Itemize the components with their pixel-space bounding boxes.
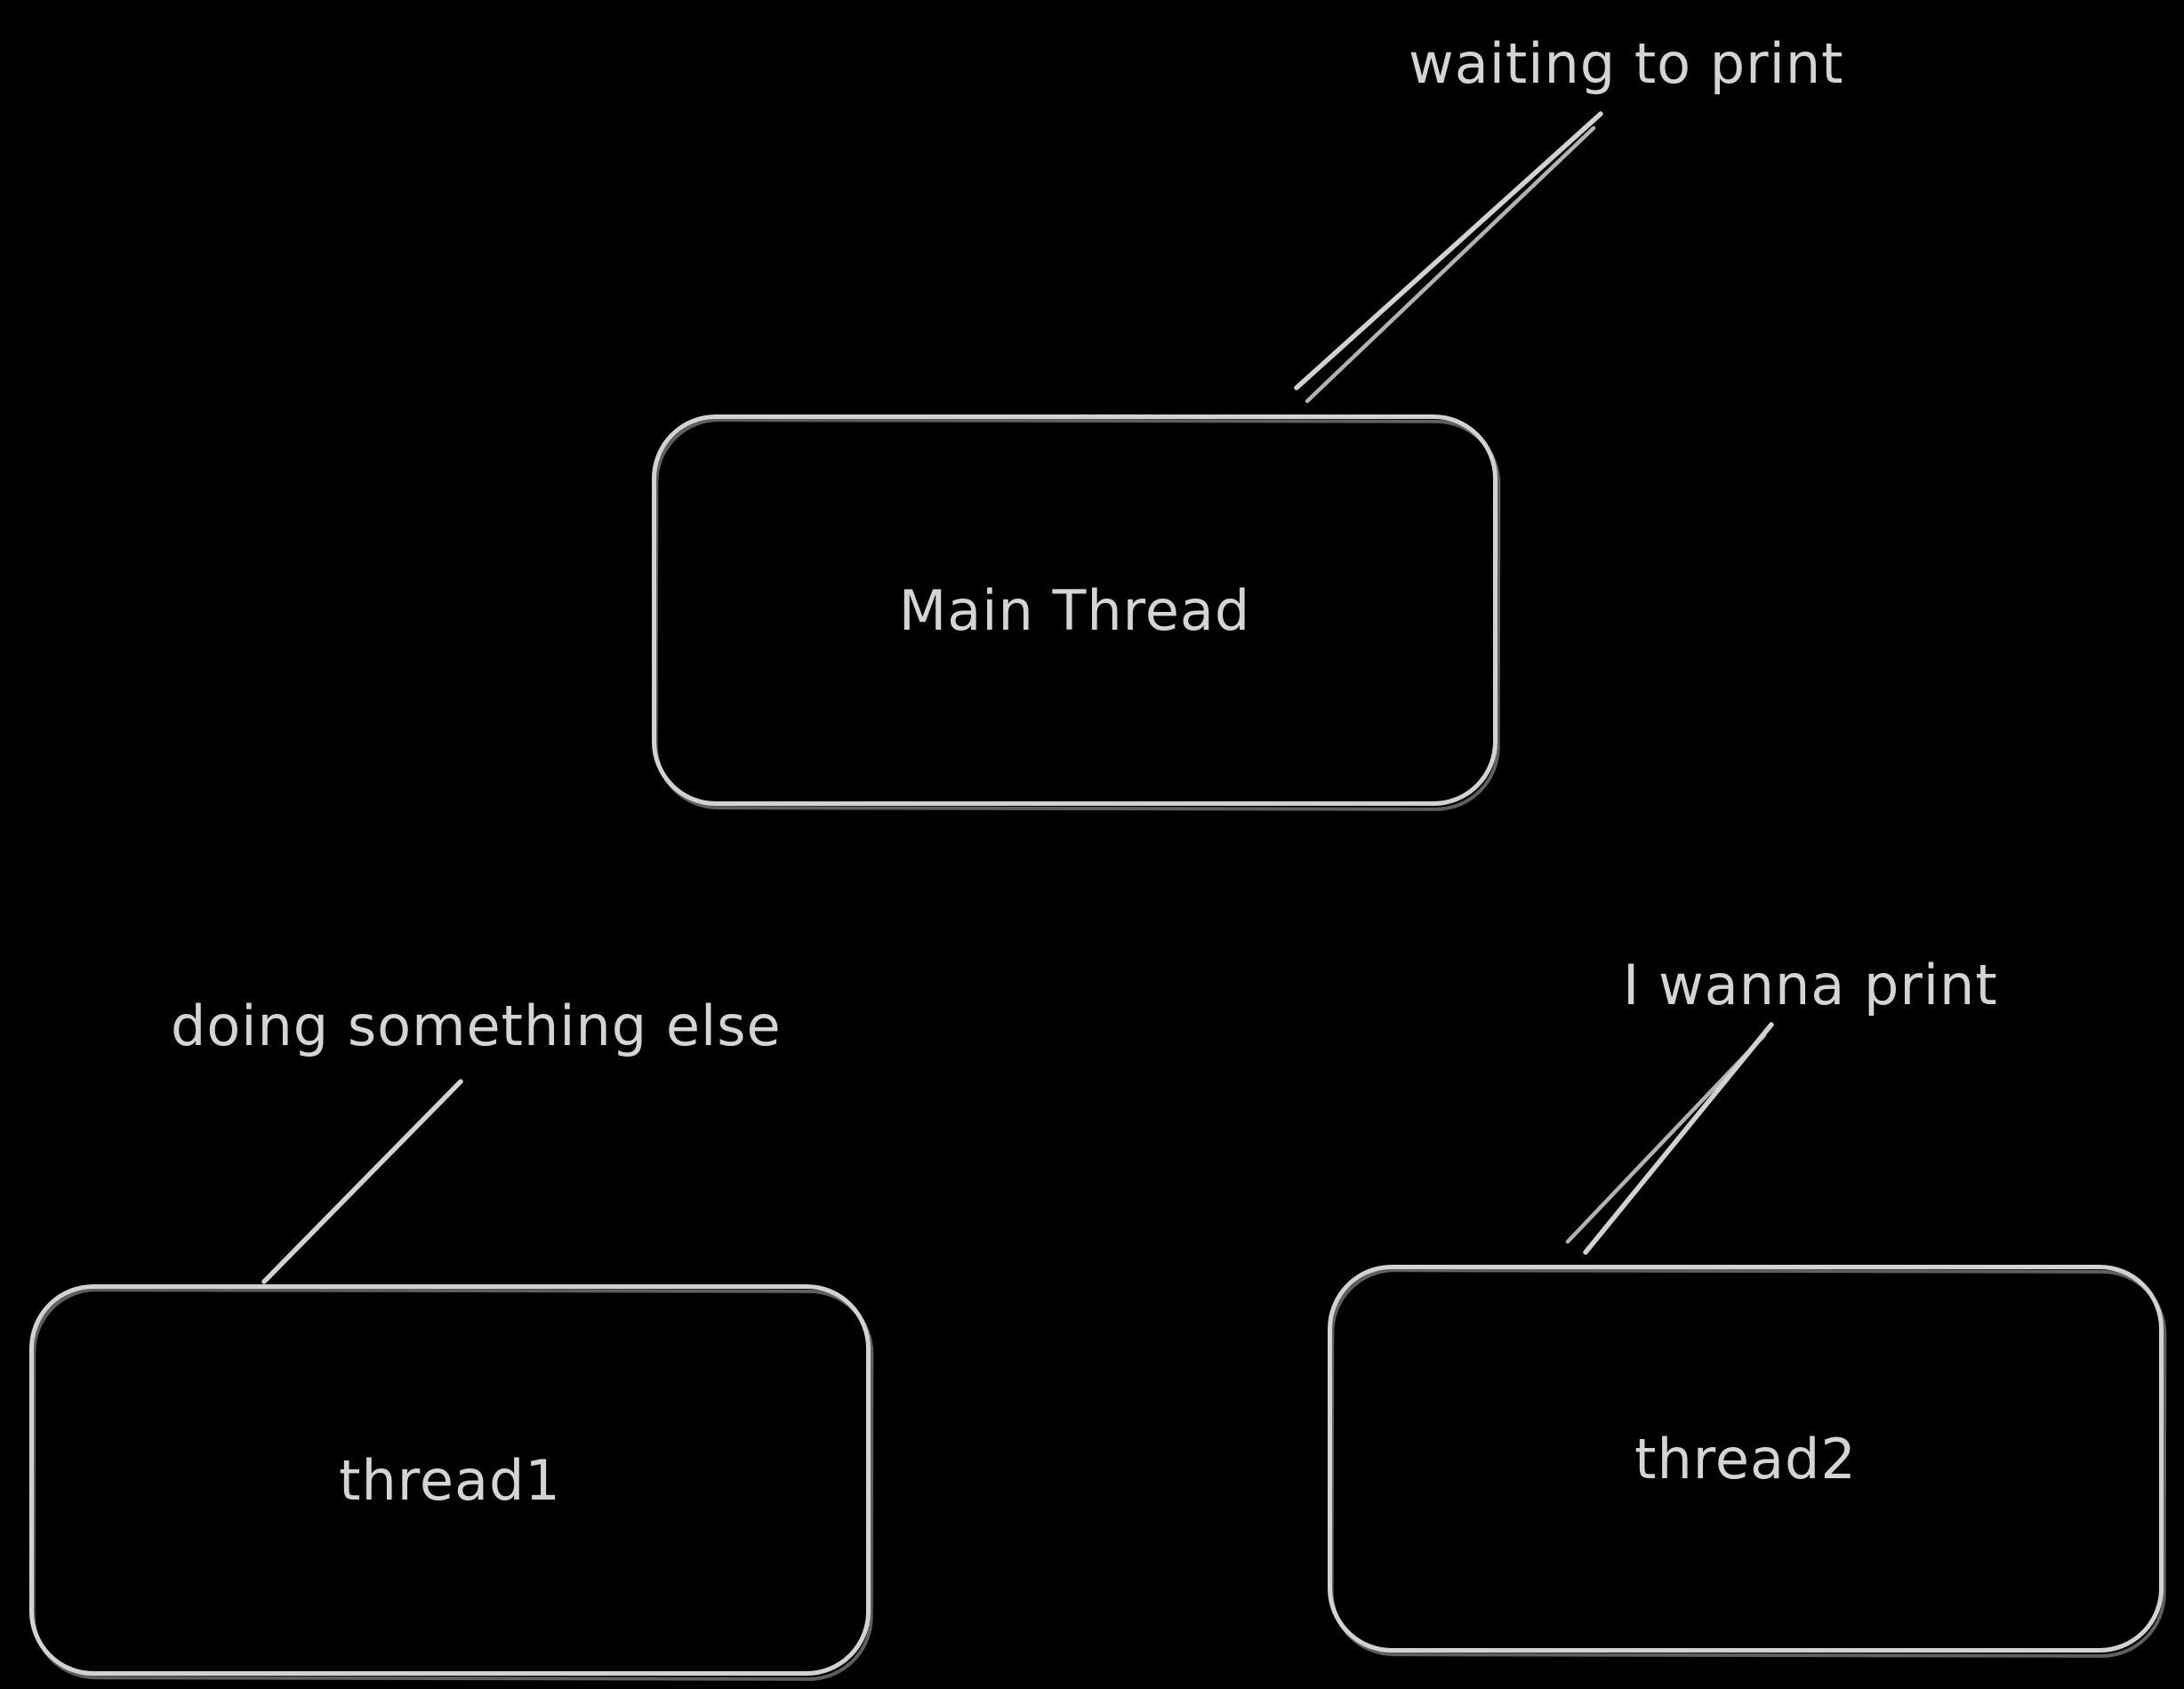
node-thread2-label: thread2 — [1634, 1426, 1857, 1492]
annotation-i-wanna-print: I wanna print — [1623, 953, 1998, 1017]
connector-i-wanna-print-sketch — [1565, 1033, 1767, 1244]
annotation-waiting-to-print: waiting to print — [1409, 31, 1844, 96]
node-main-thread-label: Main Thread — [898, 577, 1251, 643]
connector-i-wanna-print — [1583, 1022, 1774, 1255]
node-thread1: thread1 — [29, 1284, 871, 1676]
annotation-doing-something-else: doing something else — [171, 993, 782, 1058]
connector-waiting-to-print — [1294, 111, 1603, 390]
node-main-thread: Main Thread — [652, 414, 1497, 806]
connector-doing-something-else — [261, 1079, 463, 1284]
node-thread2: thread2 — [1328, 1265, 2164, 1653]
node-thread1-label: thread1 — [339, 1447, 561, 1513]
connector-waiting-to-print-sketch — [1305, 125, 1596, 404]
